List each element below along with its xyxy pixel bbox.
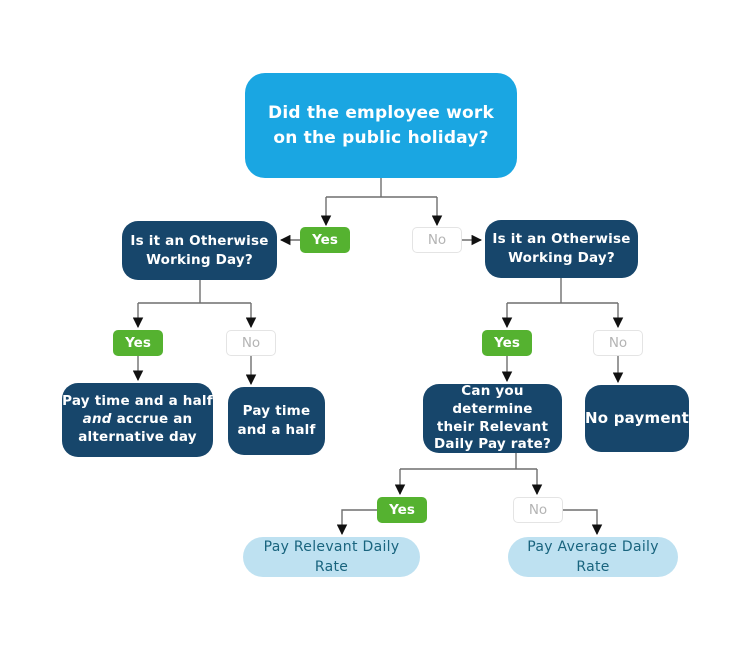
rdp-yes-badge: Yes: [377, 497, 427, 523]
left-owd-no-badge: No: [226, 330, 276, 356]
pay-time-half-accrue-line2: and accrue an: [82, 411, 193, 428]
right-owd-question-box: Is it an Otherwise Working Day?: [485, 220, 638, 278]
pay-time-half-accrue-line3: alternative day: [78, 428, 197, 445]
rdp-no-badge: No: [513, 497, 563, 523]
left-owd-question-box: Is it an Otherwise Working Day?: [122, 221, 277, 280]
root-question-box: Did the employee work on the public holi…: [245, 73, 517, 178]
pay-average-daily-rate-pill: Pay Average Daily Rate: [508, 537, 678, 577]
root-no-badge: No: [412, 227, 462, 253]
left-branch-connectors: [132, 280, 257, 386]
rdp-split-connectors: [336, 453, 603, 536]
pay-time-half-accrue-line1: Pay time and a half: [62, 393, 213, 410]
root-split-connectors: [279, 178, 483, 246]
pay-time-half-accrue-box: Pay time and a half and accrue an altern…: [62, 383, 213, 457]
pay-time-half-box: Pay time and a half: [228, 387, 325, 455]
left-owd-yes-badge: Yes: [113, 330, 163, 356]
right-branch-connectors: [501, 278, 624, 384]
right-owd-no-badge: No: [593, 330, 643, 356]
rdp-question-box: Can you determine their Relevant Daily P…: [423, 383, 562, 453]
right-owd-yes-badge: Yes: [482, 330, 532, 356]
pay-relevant-daily-rate-pill: Pay Relevant Daily Rate: [243, 537, 420, 577]
no-payment-box: No payment: [585, 385, 689, 452]
root-yes-badge: Yes: [300, 227, 350, 253]
